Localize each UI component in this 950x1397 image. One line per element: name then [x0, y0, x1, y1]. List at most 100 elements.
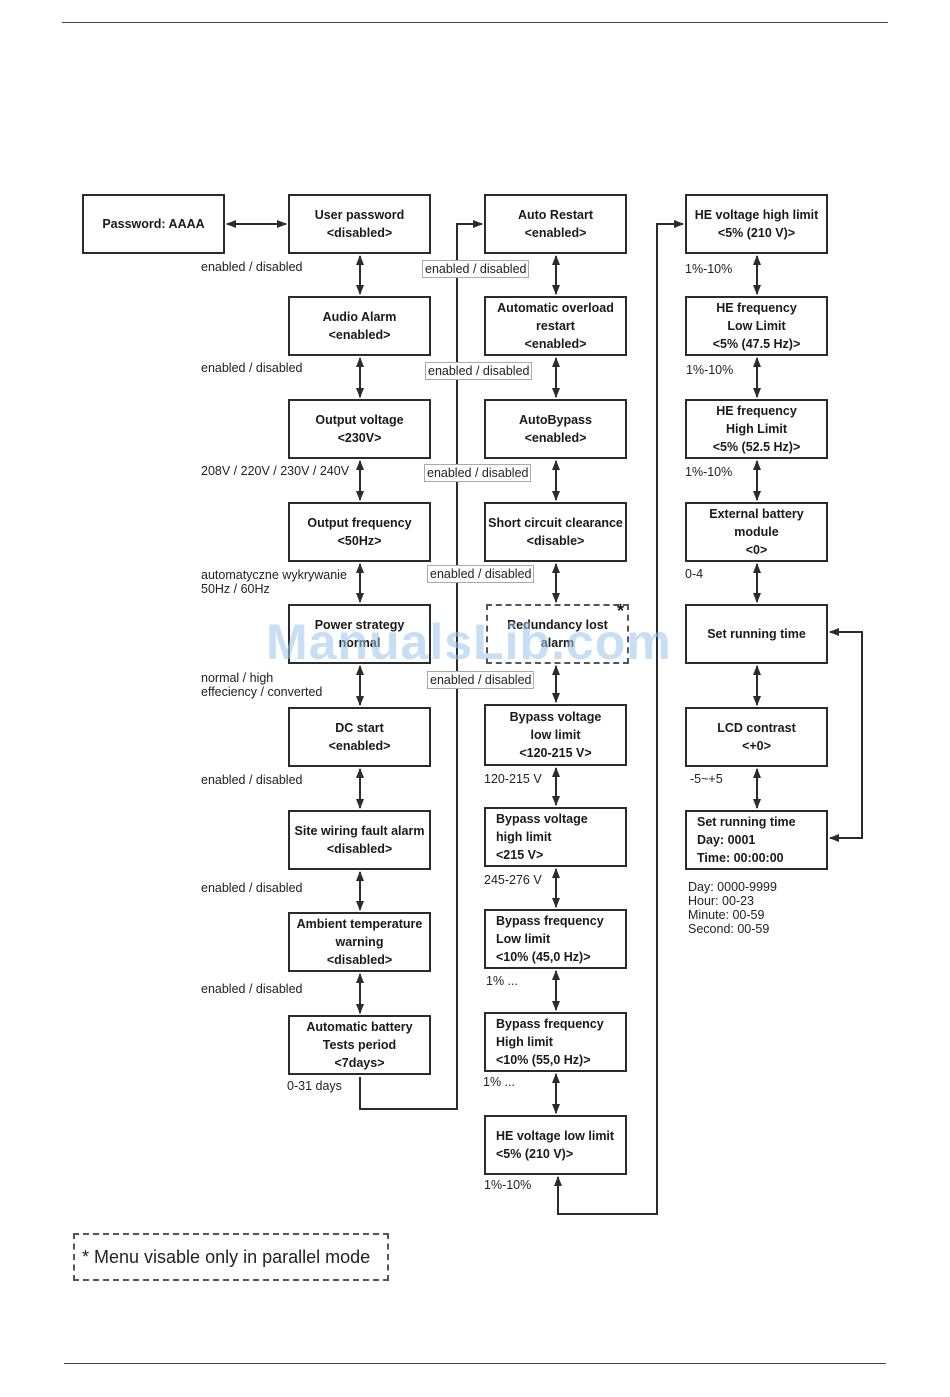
option-label: -5~+5 [690, 772, 723, 786]
auto-restart-box[interactable]: Auto Restart <enabled> [484, 194, 627, 254]
box-line: Bypass voltage [496, 812, 588, 826]
box-line: Password: AAAA [102, 217, 205, 231]
site-wiring-fault-box[interactable]: Site wiring fault alarm<disabled> [288, 810, 431, 870]
box-line: Auto Restart [517, 208, 593, 222]
box-line: <5% (47.5 Hz)> [712, 337, 801, 351]
option-label: Second: 00-59 [688, 922, 770, 936]
option-label: normal / high [201, 671, 274, 685]
box-line: Ambient temperature [296, 917, 423, 931]
box-line: <5% (210 V)> [496, 1147, 574, 1161]
output-frequency-box[interactable]: Output frequency <50Hz> [288, 502, 431, 562]
flow-arrow [554, 220, 684, 1215]
box-line: <enabled> [328, 328, 391, 342]
box-line: <enabled> [524, 431, 587, 445]
parallel-mode-footnote: * Menu visable only in parallel mode [73, 1233, 389, 1281]
option-label: enabled / disabled [201, 881, 303, 895]
watermark: ManualsLib.com [266, 614, 672, 670]
box-line: Short circuit clearance [488, 516, 623, 530]
he-voltage-low-box[interactable]: HE voltage low limit <5% (210 V)> [484, 1115, 627, 1175]
box-line: <10% (55,0 Hz)> [496, 1053, 591, 1067]
short-circuit-box[interactable]: Short circuit clearance <disable> [484, 502, 627, 562]
external-battery-box[interactable]: External battery module <0> [685, 502, 828, 562]
box-line: Time: 00:00:00 [697, 851, 784, 865]
box-line: DC start [335, 721, 384, 735]
option-label: 1% ... [483, 1075, 515, 1089]
power-strategy-box[interactable]: Power strategy normal [288, 604, 431, 664]
box-line: module [734, 525, 779, 539]
option-label: 1% ... [486, 974, 518, 988]
box-line: <0> [745, 543, 768, 557]
box-line: Automatic battery [306, 1020, 413, 1034]
option-label: enabled / disabled [201, 773, 303, 787]
option-label: 245-276 V [484, 873, 542, 887]
option-label: enabled / disabled [201, 361, 303, 375]
he-voltage-high-box[interactable]: HE voltage high limit <5% (210 V)> [685, 194, 828, 254]
box-line: HE voltage high limit [694, 208, 819, 222]
box-line: <230V> [337, 431, 382, 445]
option-label: automatyczne wykrywanie [201, 568, 347, 582]
box-line: <disabled> [326, 226, 393, 240]
option-label: enabled / disabled [427, 565, 535, 583]
box-line: <5% (210 V)> [717, 226, 796, 240]
option-label: enabled / disabled [424, 464, 532, 482]
box-line: <5% (52.5 Hz)> [712, 440, 801, 454]
audio-alarm-box[interactable]: Audio Alarm <enabled> [288, 296, 431, 356]
box-line: <enabled> [524, 226, 587, 240]
option-label: Hour: 00-23 [688, 894, 755, 908]
box-line: Redundancy lost [507, 618, 608, 632]
box-line: HE voltage low limit [496, 1129, 615, 1143]
box-line: Output frequency [307, 516, 412, 530]
box-line: Set running time [707, 627, 806, 641]
box-line: <+0> [742, 739, 771, 753]
box-line: Bypass frequency [496, 914, 604, 928]
box-line: <disabled> [326, 953, 393, 967]
output-voltage-box[interactable]: Output voltage <230V> [288, 399, 431, 459]
user-password-box[interactable]: User password <disabled> [288, 194, 431, 254]
box-line: <10% (45,0 Hz)> [496, 950, 591, 964]
box-line: Audio Alarm [322, 310, 397, 324]
box-line: <disable> [526, 534, 585, 548]
box-line: Low limit [496, 932, 551, 946]
option-label: 1%-10% [484, 1178, 532, 1192]
option-label: 1%-10% [686, 363, 734, 377]
option-label: 208V / 220V / 230V / 240V [201, 464, 350, 478]
option-label: enabled / disabled [425, 362, 533, 380]
option-label: Day: 0000-9999 [688, 880, 777, 894]
box-line: External battery [709, 507, 804, 521]
bidirectional-arrow [829, 628, 863, 842]
option-label: effeciency / converted [201, 685, 323, 699]
box-line: AutoBypass [519, 413, 592, 427]
box-line: <50Hz> [337, 534, 382, 548]
box-line: Tests period [322, 1038, 397, 1052]
box-line: User password [314, 208, 405, 222]
option-label: 50Hz / 60Hz [201, 582, 270, 596]
set-running-time-box[interactable]: Set running time [685, 604, 828, 664]
box-line: Day: 0001 [697, 833, 756, 847]
box-line: <120-215 V> [519, 746, 592, 760]
option-label: 1%-10% [685, 262, 733, 276]
option-label: 0-4 [685, 567, 704, 581]
option-label: Minute: 00-59 [688, 908, 765, 922]
box-line: High Limit [725, 422, 788, 436]
password-box[interactable]: Password: AAAA [82, 194, 225, 254]
autobypass-box[interactable]: AutoBypass <enabled> [484, 399, 627, 459]
dc-start-box[interactable]: DC start<enabled> [288, 707, 431, 767]
box-line: Power strategy [314, 618, 405, 632]
box-line: Bypass frequency [496, 1017, 604, 1031]
box-line: normal [338, 636, 381, 650]
box-line: Output voltage [315, 413, 404, 427]
lcd-contrast-box[interactable]: LCD contrast<+0> [685, 707, 828, 767]
top-rule [62, 22, 888, 23]
